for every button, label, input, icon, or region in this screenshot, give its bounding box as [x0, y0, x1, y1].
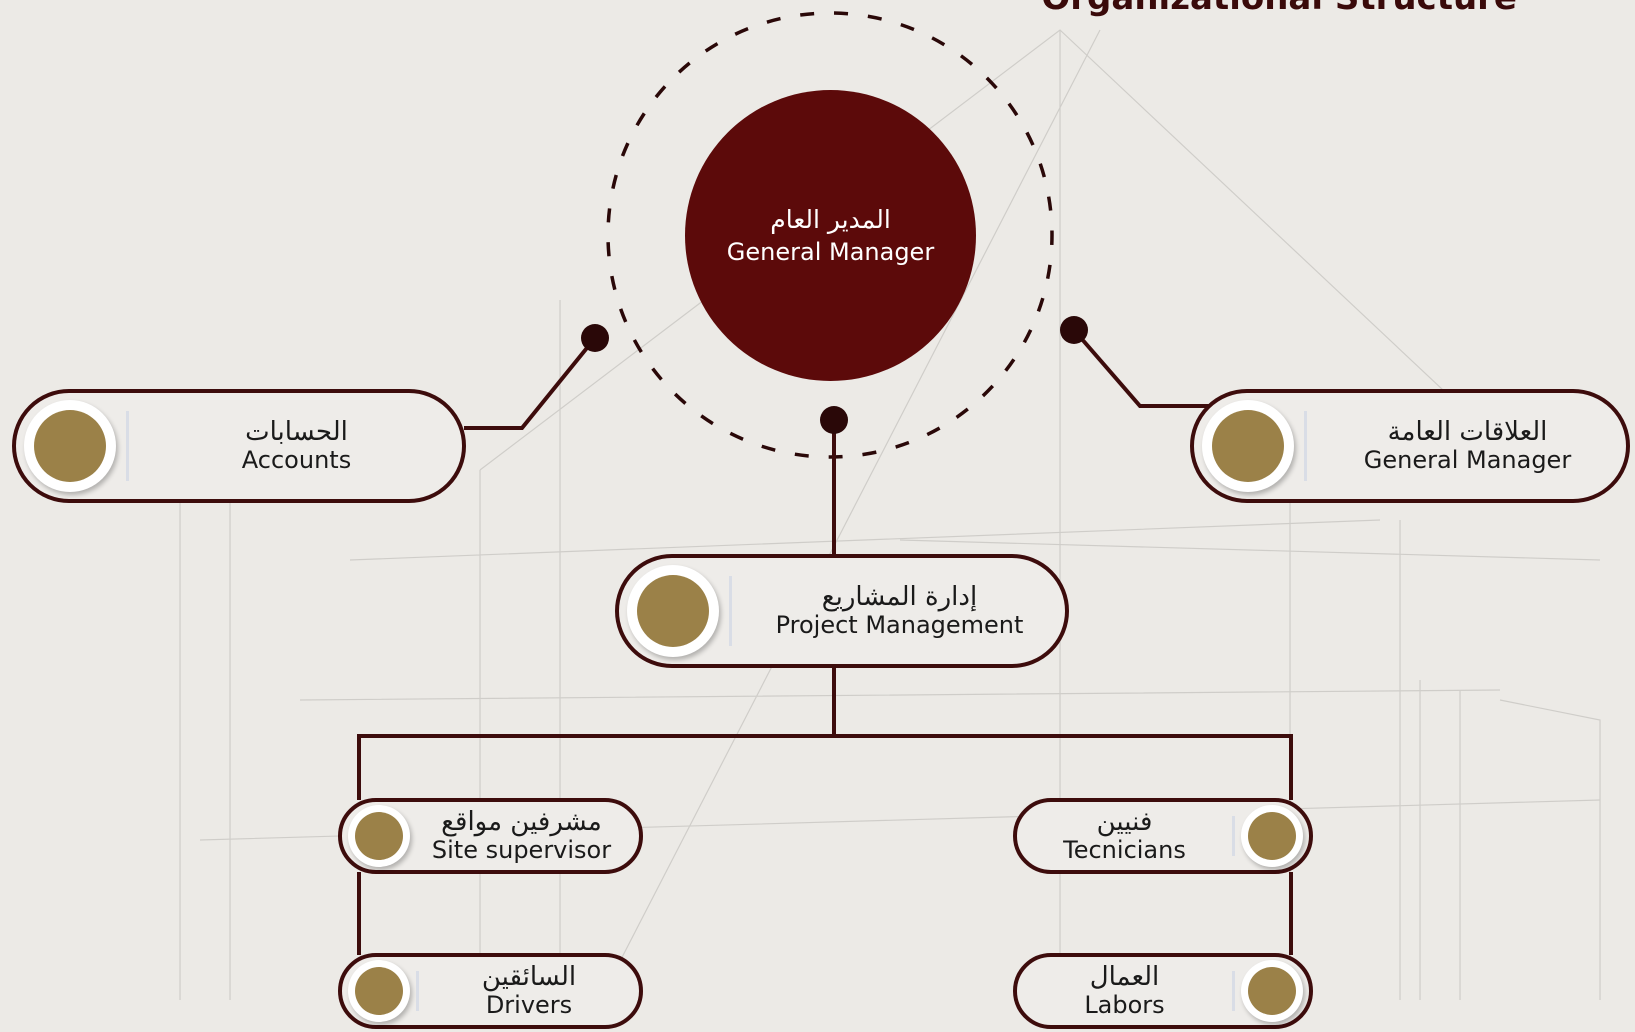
- drivers-node[interactable]: السائقين Drivers: [338, 953, 643, 1029]
- labors-marker: [1241, 960, 1303, 1022]
- root-node-dot: [820, 406, 848, 434]
- drivers-label: السائقين Drivers: [425, 963, 633, 1019]
- site-supervisor-label: مشرفين مواقع Site supervisor: [410, 808, 633, 864]
- site-supervisor-marker: [348, 805, 410, 867]
- labors-separator: [1232, 971, 1235, 1011]
- drivers-marker: [348, 960, 410, 1022]
- drivers-separator: [416, 971, 419, 1011]
- project-management-label: إدارة المشاريع Project Management: [742, 583, 1057, 639]
- public-relations-label: العلاقات العامة General Manager: [1317, 418, 1618, 474]
- public-relations-separator: [1304, 411, 1307, 481]
- public-relations-marker: [1202, 400, 1294, 492]
- drivers-en: Drivers: [485, 991, 573, 1019]
- relations-link-dot: [1060, 316, 1088, 344]
- accounts-ar: الحسابات: [245, 417, 348, 447]
- accounts-en: Accounts: [241, 446, 352, 474]
- project-management-node[interactable]: إدارة المشاريع Project Management: [615, 554, 1069, 668]
- technicians-en: Tecnicians: [1063, 836, 1186, 864]
- root-to-relations-line: [1072, 328, 1210, 408]
- public-relations-ar: العلاقات العامة: [1387, 417, 1548, 447]
- technicians-separator: [1232, 816, 1235, 856]
- accounts-node[interactable]: الحسابات Accounts: [12, 389, 466, 503]
- branch-line: [357, 734, 1293, 800]
- project-management-marker: [627, 565, 719, 657]
- public-relations-en: General Manager: [1363, 446, 1572, 474]
- technicians-label: فنيين Tecnicians: [1023, 808, 1226, 864]
- root-dashed-ring: [606, 11, 1054, 459]
- technicians-marker: [1241, 805, 1303, 867]
- general-manager-circle[interactable]: المدير العام General Manager: [685, 90, 976, 381]
- labors-label: العمال Labors: [1023, 963, 1226, 1019]
- site-supervisor-node[interactable]: مشرفين مواقع Site supervisor: [338, 798, 643, 874]
- root-to-accounts-line: [464, 336, 597, 430]
- technicians-ar: فنيين: [1096, 807, 1153, 837]
- accounts-link-dot: [581, 324, 609, 352]
- general-manager-en: General Manager: [726, 237, 935, 266]
- public-relations-node[interactable]: العلاقات العامة General Manager: [1190, 389, 1630, 503]
- general-manager-ar: المدير العام: [770, 204, 891, 234]
- project-management-ar: إدارة المشاريع: [821, 582, 978, 612]
- chart-title: Organizational Structure: [1041, 0, 1517, 18]
- accounts-marker: [24, 400, 116, 492]
- site-supervisor-ar: مشرفين مواقع: [441, 807, 602, 837]
- project-management-en: Project Management: [775, 611, 1024, 639]
- labors-en: Labors: [1084, 991, 1165, 1019]
- accounts-separator: [126, 411, 129, 481]
- drivers-ar: السائقين: [481, 962, 577, 992]
- labors-node[interactable]: العمال Labors: [1013, 953, 1313, 1029]
- project-management-separator: [729, 576, 732, 646]
- technicians-node[interactable]: فنيين Tecnicians: [1013, 798, 1313, 874]
- labors-ar: العمال: [1089, 962, 1160, 992]
- site-supervisor-en: Site supervisor: [431, 836, 612, 864]
- accounts-label: الحسابات Accounts: [139, 418, 454, 474]
